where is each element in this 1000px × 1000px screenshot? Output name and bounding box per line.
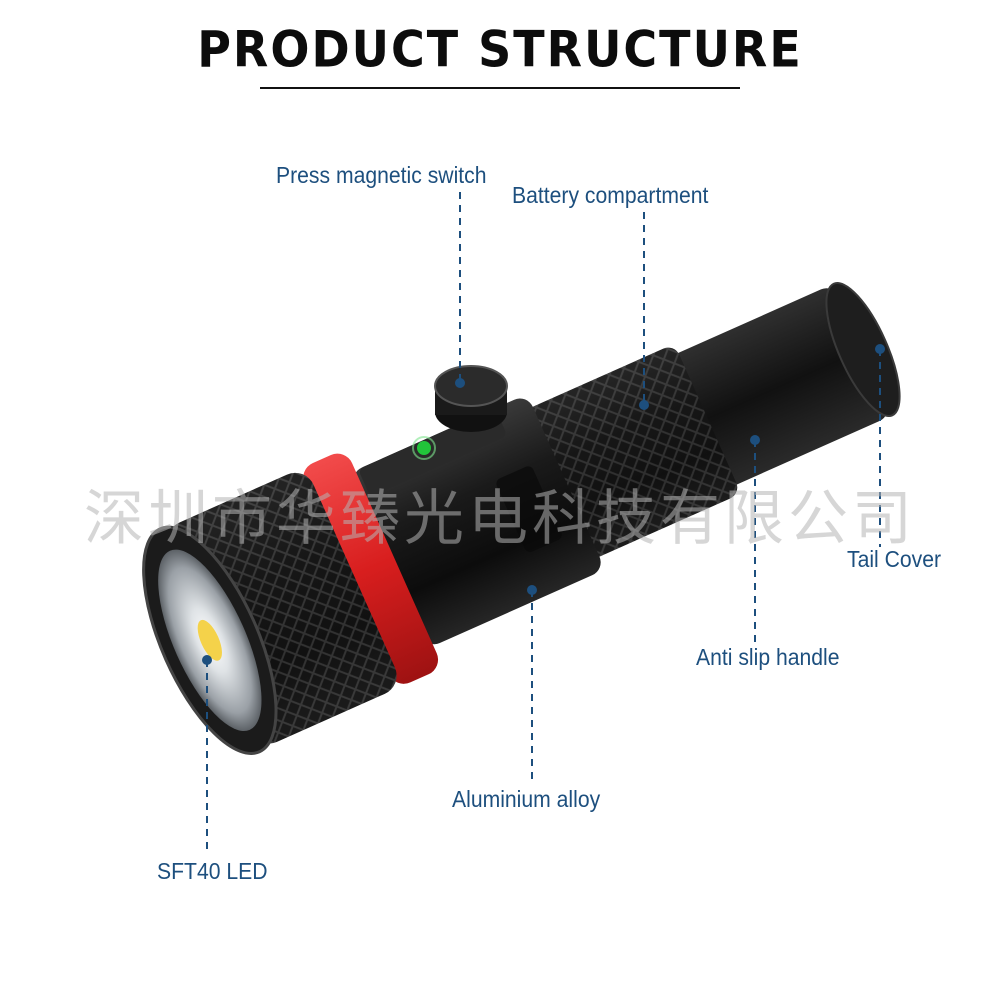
bezel-lens-shape [142, 525, 278, 755]
dot-battery [639, 400, 649, 410]
label-tail-cover: Tail Cover [847, 546, 942, 572]
title-underline [260, 87, 740, 89]
red-ring-shape [303, 453, 439, 684]
page-title: PRODUCT STRUCTURE [197, 19, 803, 79]
magnetic-switch-knob [434, 365, 508, 432]
dot-anti-slip [750, 435, 760, 445]
dot-press-switch [455, 378, 465, 388]
label-anti-slip-handle: Anti slip handle [696, 644, 840, 670]
dot-tail-cover [875, 344, 885, 354]
label-battery-compartment: Battery compartment [512, 182, 709, 208]
head-knurl-shape [167, 472, 397, 744]
label-press-magnetic-switch: Press magnetic switch [276, 162, 487, 188]
indicator-light [417, 441, 431, 455]
tail-cover-shape [669, 282, 901, 487]
dot-aluminium [527, 585, 537, 595]
dot-led [202, 655, 212, 665]
label-sft40-led: SFT40 LED [157, 858, 268, 884]
label-aluminium-alloy: Aluminium alloy [452, 786, 601, 812]
